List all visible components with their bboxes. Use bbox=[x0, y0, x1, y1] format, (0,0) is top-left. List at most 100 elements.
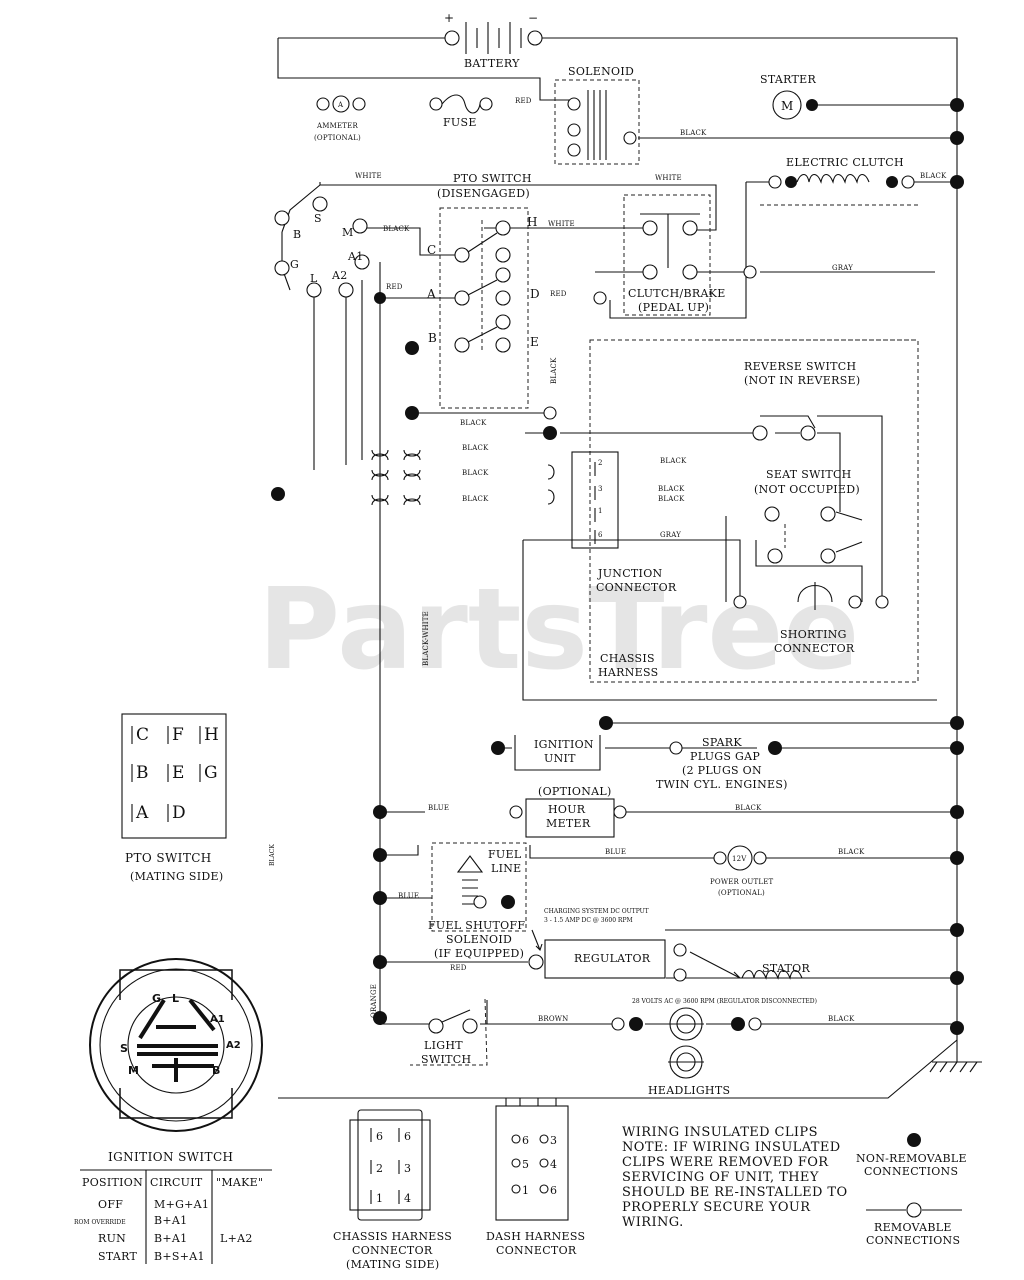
dashed-enclosures bbox=[410, 79, 919, 1066]
wire-red-regulator: RED bbox=[450, 964, 467, 972]
ammeter-label: AMMETER bbox=[316, 122, 358, 130]
wire-red-pto: RED bbox=[550, 290, 567, 298]
legend-nonremovable-1: NON-REMOVABLE bbox=[856, 1152, 967, 1165]
wire-black-clutch: BLACK bbox=[920, 172, 947, 180]
fuel-solenoid-label-3: (IF EQUIPPED) bbox=[434, 947, 524, 960]
ign-table-header: "MAKE" bbox=[216, 1176, 263, 1189]
pto-mating-cell: A bbox=[135, 803, 149, 823]
chassis-conn-label-2: CONNECTOR bbox=[352, 1244, 433, 1257]
ammeter-optional: (OPTIONAL) bbox=[314, 134, 361, 142]
dash-pin: 6 bbox=[550, 1184, 557, 1197]
wire-red-ignition: RED bbox=[386, 283, 403, 291]
pto-terminal-b: B bbox=[428, 331, 437, 345]
ignition-unit-label-2: UNIT bbox=[544, 752, 576, 765]
legend-removable-2: CONNECTIONS bbox=[866, 1234, 960, 1247]
pto-mating-cell: D bbox=[172, 803, 186, 823]
ign-terminal-s: S bbox=[314, 212, 322, 225]
electric-clutch: ELECTRIC CLUTCH BLACK bbox=[768, 156, 947, 189]
wire-blue-fuel: BLUE bbox=[398, 892, 419, 900]
wire-black-j2: BLACK bbox=[658, 485, 685, 493]
dash-pin: 1 bbox=[522, 1184, 529, 1197]
ign-table-cell: B+A1 bbox=[154, 1214, 187, 1227]
middle-connectors: BLACK BLACK BLACK BLACK BLACK-WHITE bbox=[271, 341, 557, 666]
ammeter-symbol: A bbox=[337, 101, 344, 109]
chassis-pin: 6 bbox=[376, 1130, 383, 1143]
wire-black-1: BLACK bbox=[460, 419, 487, 427]
chassis-harness-label-2: HARNESS bbox=[598, 666, 658, 679]
battery: + − BATTERY bbox=[444, 11, 543, 70]
chassis-pin: 2 bbox=[376, 1162, 383, 1175]
pto-mating-cell: B bbox=[136, 763, 149, 783]
pto-terminal-h: H bbox=[527, 215, 538, 229]
clutch-brake-label: CLUTCH/BRAKE bbox=[628, 287, 726, 300]
fuse-label: FUSE bbox=[443, 116, 477, 129]
wire-black-2: BLACK bbox=[462, 444, 489, 452]
legend: NON-REMOVABLE CONNECTIONS REMOVABLE CONN… bbox=[856, 1133, 967, 1247]
pto-terminal-c: C bbox=[427, 243, 437, 257]
ign-table-cell: ROM OVERRIDE bbox=[74, 1219, 126, 1226]
ammeter: A AMMETER (OPTIONAL) bbox=[314, 95, 366, 142]
fuel-solenoid-label-1: FUEL SHUTOFF bbox=[428, 919, 525, 932]
ign-table-cell: RUN bbox=[98, 1232, 126, 1245]
pto-mating-subtitle: (MATING SIDE) bbox=[130, 870, 223, 883]
spark-label-2: PLUGS GAP bbox=[690, 750, 760, 763]
pto-switch: PTO SWITCH (DISENGAGED) C H A D B E WHIT… bbox=[355, 129, 853, 384]
wire-black-hour: BLACK bbox=[735, 804, 762, 812]
wire-orange: ORANGE bbox=[370, 984, 378, 1018]
wire-black-3: BLACK bbox=[462, 469, 489, 477]
power-outlet-symbol: 12V bbox=[732, 855, 747, 863]
fuel-solenoid: FUEL LINE FUEL SHUTOFF SOLENOID (IF EQUI… bbox=[398, 848, 525, 972]
headlights: HEADLIGHTS bbox=[611, 1007, 762, 1097]
ign-face-a2: A2 bbox=[226, 1040, 241, 1051]
ign-table-cell: OFF bbox=[98, 1198, 123, 1211]
solenoid-label: SOLENOID bbox=[568, 65, 634, 78]
dash-conn-label-2: CONNECTOR bbox=[496, 1244, 577, 1257]
shorting-connector: SHORTING CONNECTOR bbox=[733, 582, 889, 655]
regulator: CHARGING SYSTEM DC OUTPUT 3 - 1.5 AMP DC… bbox=[528, 908, 817, 1005]
ign-terminal-b: B bbox=[293, 228, 301, 241]
light-switch-label-2: SWITCH bbox=[421, 1053, 471, 1066]
ignition-switch-title: IGNITION SWITCH bbox=[108, 1150, 233, 1164]
spark-label-1: SPARK bbox=[702, 736, 742, 749]
pto-mating-cell: H bbox=[204, 725, 219, 745]
legend-nonremovable-2: CONNECTIONS bbox=[864, 1165, 958, 1178]
battery-minus: − bbox=[528, 11, 538, 25]
wire-gray-top: GRAY bbox=[832, 264, 853, 272]
pto-mating-cell: C bbox=[136, 725, 149, 745]
chassis-conn-label-1: CHASSIS HARNESS bbox=[333, 1230, 452, 1243]
fuel-solenoid-label-2: SOLENOID bbox=[446, 933, 512, 946]
junction-label-2: CONNECTOR bbox=[596, 581, 677, 594]
junction-connector: 2 3 1 6 BLACK BLACK BLACK GRAY JUNCTION … bbox=[571, 451, 687, 679]
pto-terminal-a: A bbox=[426, 287, 436, 301]
ign-face-b: B bbox=[212, 1064, 220, 1077]
dash-pin-socket bbox=[539, 1184, 549, 1194]
wire-white-pto: WHITE bbox=[548, 220, 575, 228]
power-outlet-label-1: POWER OUTLET bbox=[710, 878, 774, 886]
ignition-terminals: B S M G L A2 A1 bbox=[274, 196, 386, 304]
clutch-brake-state: (PEDAL UP) bbox=[638, 301, 709, 314]
pto-mating-title: PTO SWITCH bbox=[125, 851, 212, 865]
watermark: PartsTree bbox=[258, 565, 859, 695]
ign-table-cell: B+S+A1 bbox=[154, 1250, 205, 1263]
shorting-label-1: SHORTING bbox=[780, 628, 847, 641]
ign-terminal-a1: A1 bbox=[347, 250, 364, 263]
fuel-line-label-1: FUEL bbox=[488, 848, 522, 861]
headlights-label: HEADLIGHTS bbox=[648, 1084, 730, 1097]
charging-label-2: 3 - 1.5 AMP DC @ 3600 RPM bbox=[544, 917, 633, 924]
ign-face-g: G bbox=[152, 992, 161, 1005]
stator-label: STATOR bbox=[762, 962, 810, 975]
wire-black-headlights: BLACK bbox=[828, 1015, 855, 1023]
ign-table-header: POSITION bbox=[82, 1176, 143, 1189]
wire-black-vert: BLACK bbox=[550, 357, 558, 384]
wire-black-j3: BLACK bbox=[658, 495, 685, 503]
ign-table-cell: M+G+A1 bbox=[154, 1198, 209, 1211]
pto-switch-state: (DISENGAGED) bbox=[437, 187, 530, 200]
dash-pin-socket bbox=[539, 1158, 549, 1168]
dash-pin-socket bbox=[511, 1184, 521, 1194]
solenoid: SOLENOID RED bbox=[515, 65, 637, 160]
ignition-switch-face: G L A1 A2 S M B IGNITION SWITCH bbox=[89, 958, 263, 1164]
reverse-switch: REVERSE SWITCH (NOT IN REVERSE) bbox=[744, 360, 860, 441]
